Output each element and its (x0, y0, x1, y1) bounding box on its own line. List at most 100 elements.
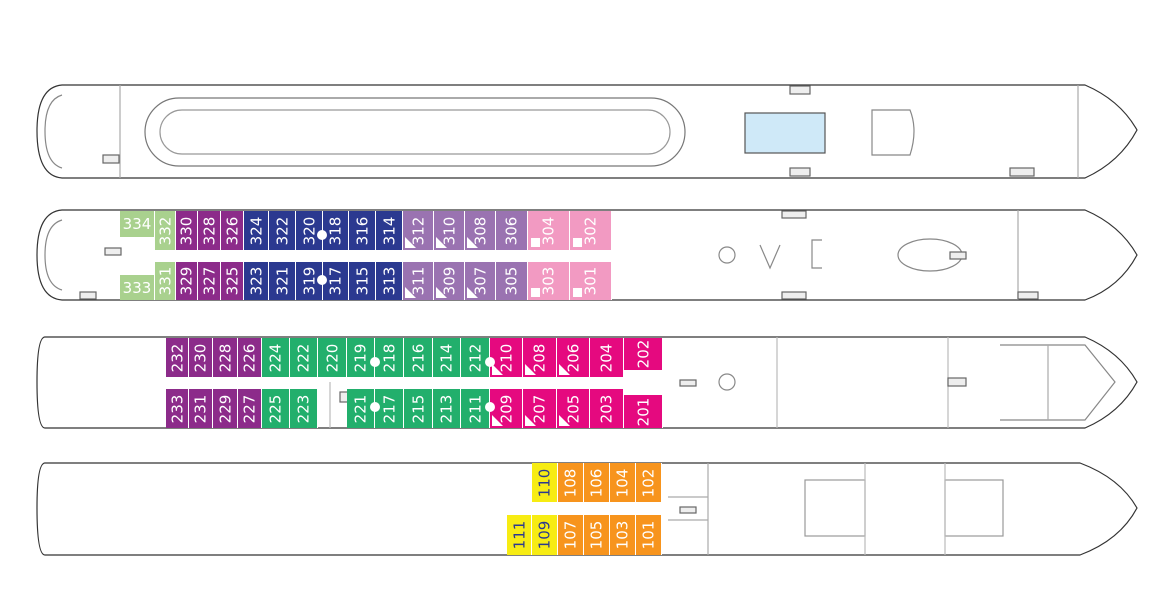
cabin-322[interactable]: 322 (269, 211, 296, 250)
cabin-213[interactable]: 213 (433, 389, 461, 428)
cabin-330[interactable]: 330 (176, 211, 198, 250)
cabin-327[interactable]: 327 (198, 262, 221, 300)
triangle-marker-icon (436, 287, 447, 298)
cabin-number: 218 (380, 343, 399, 372)
cabin-329[interactable]: 329 (176, 262, 198, 300)
cabin-209[interactable]: 209 (490, 389, 523, 428)
cabin-number: 216 (409, 343, 428, 372)
cabin-231[interactable]: 231 (189, 389, 213, 428)
cabin-number: 225 (266, 394, 285, 423)
cabin-number: 301 (581, 266, 600, 296)
cabin-324[interactable]: 324 (244, 211, 269, 250)
cabin-number: 106 (587, 468, 606, 497)
cabin-315[interactable]: 315 (349, 262, 376, 300)
cabin-210[interactable]: 210 (490, 338, 523, 377)
cabin-102[interactable]: 102 (636, 463, 662, 502)
cabin-number: 226 (240, 343, 259, 372)
cabin-number: 305 (502, 266, 521, 296)
cabin-number: 315 (353, 266, 372, 296)
cabin-331[interactable]: 331 (155, 262, 176, 300)
cabin-232[interactable]: 232 (166, 338, 189, 377)
cabin-219[interactable]: 219 (347, 338, 375, 377)
deck-1-hull (36, 462, 1138, 556)
cabin-104[interactable]: 104 (610, 463, 636, 502)
cabin-number: 101 (639, 520, 658, 550)
cabin-214[interactable]: 214 (433, 338, 461, 377)
cabin-233[interactable]: 233 (166, 389, 189, 428)
cabin-216[interactable]: 216 (404, 338, 433, 377)
cabin-222[interactable]: 222 (290, 338, 318, 377)
cabin-223[interactable]: 223 (290, 389, 318, 428)
cabin-number: 220 (323, 343, 342, 372)
cabin-230[interactable]: 230 (189, 338, 213, 377)
cabin-317[interactable]: 317 (323, 262, 349, 300)
cabin-number: 302 (581, 216, 600, 245)
cabin-111[interactable]: 111 (507, 515, 532, 555)
cabin-106[interactable]: 106 (584, 463, 610, 502)
cabin-number: 334 (122, 215, 152, 233)
cabin-number: 227 (240, 394, 259, 423)
cabin-105[interactable]: 105 (584, 515, 610, 555)
cabin-307[interactable]: 307 (465, 262, 496, 300)
cabin-304[interactable]: 304 (528, 211, 570, 250)
cabin-number: 212 (466, 343, 485, 372)
cabin-302[interactable]: 302 (570, 211, 612, 250)
cabin-number: 211 (466, 394, 485, 423)
cabin-321[interactable]: 321 (269, 262, 296, 300)
cabin-202[interactable]: 202 (624, 338, 663, 370)
cabin-number: 328 (200, 216, 219, 245)
cabin-207[interactable]: 207 (523, 389, 557, 428)
cabin-229[interactable]: 229 (213, 389, 238, 428)
cabin-number: 109 (535, 520, 554, 550)
cabin-313[interactable]: 313 (376, 262, 403, 300)
cabin-326[interactable]: 326 (221, 211, 244, 250)
cabin-306[interactable]: 306 (496, 211, 528, 250)
cabin-309[interactable]: 309 (434, 262, 465, 300)
cabin-107[interactable]: 107 (558, 515, 584, 555)
cabin-301[interactable]: 301 (570, 262, 612, 300)
triangle-marker-icon (559, 364, 570, 375)
cabin-212[interactable]: 212 (461, 338, 490, 377)
cabin-314[interactable]: 314 (376, 211, 403, 250)
cabin-218[interactable]: 218 (375, 338, 404, 377)
deck-3-hull (36, 209, 1138, 301)
cabin-332[interactable]: 332 (155, 211, 176, 250)
cabin-number: 104 (613, 468, 632, 497)
cabin-103[interactable]: 103 (610, 515, 636, 555)
cabin-224[interactable]: 224 (262, 338, 290, 377)
cabin-323[interactable]: 323 (244, 262, 269, 300)
cabin-number: 325 (223, 266, 242, 296)
cabin-number: 231 (191, 394, 210, 423)
cabin-203[interactable]: 203 (590, 389, 624, 428)
cabin-208[interactable]: 208 (523, 338, 557, 377)
cabin-108[interactable]: 108 (558, 463, 584, 502)
corridor-dot-icon (485, 357, 495, 367)
cabin-308[interactable]: 308 (465, 211, 496, 250)
cabin-334[interactable]: 334 (120, 211, 155, 237)
cabin-220[interactable]: 220 (318, 338, 347, 377)
cabin-303[interactable]: 303 (528, 262, 570, 300)
triangle-marker-icon (467, 287, 478, 298)
cabin-312[interactable]: 312 (403, 211, 434, 250)
cabin-205[interactable]: 205 (557, 389, 590, 428)
cabin-206[interactable]: 206 (557, 338, 590, 377)
cabin-310[interactable]: 310 (434, 211, 465, 250)
cabin-333[interactable]: 333 (120, 275, 155, 300)
cabin-325[interactable]: 325 (221, 262, 244, 300)
cabin-226[interactable]: 226 (238, 338, 262, 377)
cabin-225[interactable]: 225 (262, 389, 290, 428)
cabin-316[interactable]: 316 (349, 211, 376, 250)
cabin-215[interactable]: 215 (404, 389, 433, 428)
cabin-201[interactable]: 201 (624, 395, 663, 428)
cabin-217[interactable]: 217 (375, 389, 404, 428)
cabin-228[interactable]: 228 (213, 338, 238, 377)
cabin-305[interactable]: 305 (496, 262, 528, 300)
cabin-109[interactable]: 109 (532, 515, 558, 555)
cabin-328[interactable]: 328 (198, 211, 221, 250)
cabin-204[interactable]: 204 (590, 338, 624, 377)
cabin-101[interactable]: 101 (636, 515, 662, 555)
cabin-311[interactable]: 311 (403, 262, 434, 300)
cabin-318[interactable]: 318 (323, 211, 349, 250)
cabin-110[interactable]: 110 (532, 463, 558, 502)
cabin-227[interactable]: 227 (238, 389, 262, 428)
